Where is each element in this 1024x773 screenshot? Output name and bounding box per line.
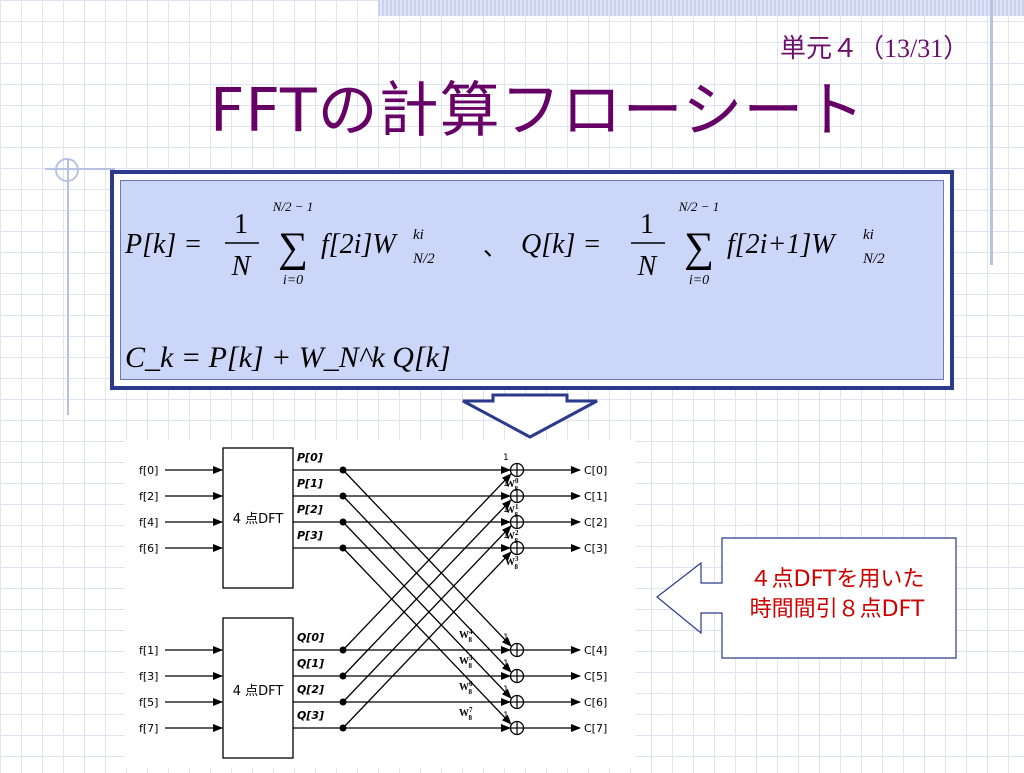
callout-line-2: 時間間引８点DFT [749,597,925,622]
cross-path [342,551,512,729]
p-term: f[2i]W [321,229,398,260]
p-sum-lower: i=0 [283,273,303,288]
unity-label: 1 [503,505,509,515]
q-label: Q[1] [297,657,324,670]
q-sum-lower: i=0 [689,273,709,288]
callout-text: ４点DFTを用いた 時間間引８点DFT [722,565,952,625]
q-one: 1 [640,209,654,240]
input-label: f[0] [139,464,158,477]
formula-box: P[k] = 1 N N/2 − 1 ∑ i=0 f[2i]W ki N/2 、… [110,170,954,390]
p-label: P[2] [297,503,323,516]
cross-path [342,473,512,651]
cross-path [342,521,512,699]
cross-path [342,499,512,677]
q-n: N [637,251,658,282]
unity-label: 1 [503,453,509,463]
output-label: C[4] [584,644,607,657]
bottom-dft-label: 4 点DFT [233,684,284,699]
output-label: C[2] [584,516,607,529]
node-dot [339,646,347,654]
p-twiddle-sub: N/2 [412,251,435,267]
q-sum-upper: N/2 − 1 [678,199,720,214]
node-dot [339,544,347,552]
q-sigma: ∑ [684,225,714,271]
output-label: C[3] [584,542,607,555]
node-dot [339,724,347,732]
unity-label: 1 [503,659,509,669]
p-twiddle-sup: ki [413,227,424,243]
output-label: C[5] [584,670,607,683]
q-lhs: Q[k] = [521,229,601,260]
unity-label: 1 [503,633,509,643]
q-label: Q[2] [297,683,324,696]
q-label: Q[0] [297,631,324,644]
cross-path [342,525,512,703]
top-decorative-band [378,0,1024,16]
cross-path [342,495,512,673]
decorative-circle [55,158,79,182]
top-dft-block [222,447,294,589]
node-dot [339,698,347,706]
q-term: f[2i+1]W [727,229,837,260]
p-label: P[1] [297,477,323,490]
cross-path [342,469,512,647]
formula-panel: P[k] = 1 N N/2 − 1 ∑ i=0 f[2i]W ki N/2 、… [120,180,944,380]
p-label: P[0] [297,451,323,464]
input-label: f[6] [139,542,158,555]
output-label: C[0] [584,464,607,477]
down-arrow-icon [462,393,598,439]
butterfly-svg: 4 点DFT 4 点DFT f[0] P[0] C[0] f[2] P[1] C[1] f[… [139,447,607,759]
input-label: f[4] [139,516,158,529]
p-n: N [231,251,252,282]
input-label: f[2] [139,490,158,503]
unit-label: 単元４（13/31） [780,34,970,63]
output-label: C[7] [584,722,607,735]
p-sigma: ∑ [278,225,308,271]
p-label: P[3] [297,529,323,542]
input-label: f[3] [139,670,158,683]
c-formula: C_k = P[k] + W_N^k Q[k] [125,341,451,374]
node-dot [339,672,347,680]
top-dft-label: 4 点DFT [233,512,284,527]
unity-label: 1 [503,479,509,489]
p-sum-upper: N/2 − 1 [272,199,314,214]
p-one: 1 [234,209,248,240]
node-dot [339,492,347,500]
output-label: C[6] [584,696,607,709]
q-label: Q[3] [297,709,324,722]
unity-label: 1 [503,685,509,695]
node-dot [339,518,347,526]
input-label: f[1] [139,644,158,657]
unity-label: 1 [503,531,509,541]
callout-line-1: ４点DFTを用いた [749,567,925,592]
q-twiddle-sup: ki [863,227,874,243]
p-lhs: P[k] = [124,229,202,260]
left-decorative-line [67,160,69,415]
q-twiddle-sub: N/2 [862,251,885,267]
input-label: f[5] [139,696,158,709]
node-dot [339,466,347,474]
unity-label: 1 [503,711,509,721]
output-label: C[1] [584,490,607,503]
input-label: f[7] [139,722,158,735]
cross-path [342,547,512,725]
slide-title: FFTの計算フローシート [210,76,866,146]
left-decorative-rule [45,168,115,170]
butterfly-diagram: 4 点DFT 4 点DFT f[0] P[0] C[0] f[2] P[1] C[1] f[… [125,440,635,768]
right-decorative-line [990,0,993,265]
formula-svg: P[k] = 1 N N/2 − 1 ∑ i=0 f[2i]W ki N/2 、… [124,199,885,374]
bottom-dft-block [222,617,294,759]
callout-arrow-box [656,537,957,659]
formula-separator: 、 [483,235,507,261]
